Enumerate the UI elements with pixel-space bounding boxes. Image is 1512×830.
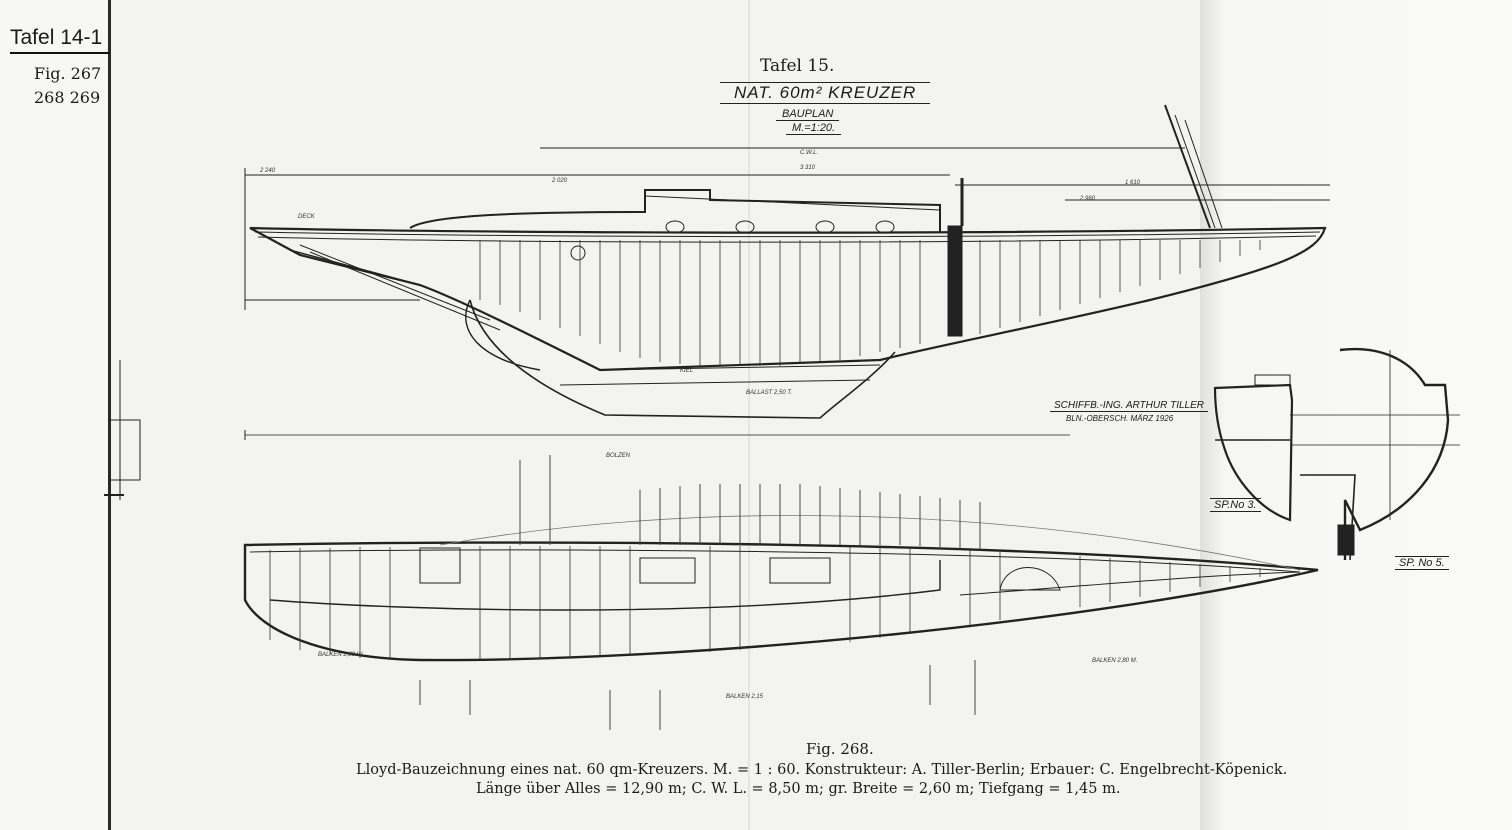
left-tafel-label: Tafel 14-1 <box>10 26 110 54</box>
plate-title: Tafel 15. <box>760 56 835 76</box>
note-balken-right: BALKEN 2,80 M. <box>1092 658 1138 664</box>
frames-profile <box>479 240 1261 366</box>
mast-step <box>947 225 963 337</box>
note-dim-bow: 2 960 <box>1080 196 1096 202</box>
drawing-scale: M.=1:20. <box>786 122 842 135</box>
caption-line-1: Lloyd-Bauzeichnung eines nat. 60 qm-Kreu… <box>356 762 1288 778</box>
hull-profile <box>249 226 1327 372</box>
note-ballast: BALLAST 2,50 T. <box>746 390 793 396</box>
note-cwl: C.W.L. <box>800 150 819 156</box>
frames-plan <box>269 546 1261 660</box>
left-fig-label-1: Fig. 267 <box>34 64 102 83</box>
plan-view <box>243 430 1319 662</box>
caption-line-2: Länge über Alles = 12,90 m; C. W. L. = 8… <box>476 781 1121 797</box>
section-sp5 <box>1290 347 1460 561</box>
note-dim-fwd: 1 610 <box>1125 180 1141 186</box>
note-bolts: BOLZEN <box>606 453 631 459</box>
keel-outline <box>469 299 896 419</box>
note-dim-cabin: 3 310 <box>800 165 816 171</box>
figure-number: Fig. 268. <box>806 740 874 758</box>
note-deck: DECK <box>298 214 315 220</box>
note-dim-top: 2 240 <box>260 168 276 174</box>
left-remnant-frame <box>108 419 141 481</box>
section-sp3 <box>1213 374 1294 522</box>
designer-stamp: SCHIFFB.-ING. ARTHUR TILLER <box>1050 400 1209 412</box>
designer-stamp-sub: BLN.-OBERSCH. MÄRZ 1926 <box>1066 414 1174 423</box>
center-fold <box>748 0 750 830</box>
note-kiel: KIEL <box>680 368 694 374</box>
note-balken-mid: BALKEN 2,15 <box>726 694 764 700</box>
deck-plan-outline <box>243 541 1319 662</box>
drawing-subtitle: BAUPLAN <box>776 108 840 121</box>
left-page-strip <box>0 0 111 830</box>
label-ticks <box>419 455 981 730</box>
cabin-top <box>409 189 941 232</box>
section-label-sp5: SP. No 5. <box>1395 556 1449 570</box>
left-fig-label-2: 268 269 <box>34 88 101 107</box>
note-dim-mid: 2 020 <box>552 178 568 184</box>
note-balken-left: BALKEN 2,80 W. <box>318 652 364 658</box>
section-label-sp3: SP.No 3. <box>1210 498 1261 512</box>
drawing-title: NAT. 60m² KREUZER <box>720 82 931 104</box>
